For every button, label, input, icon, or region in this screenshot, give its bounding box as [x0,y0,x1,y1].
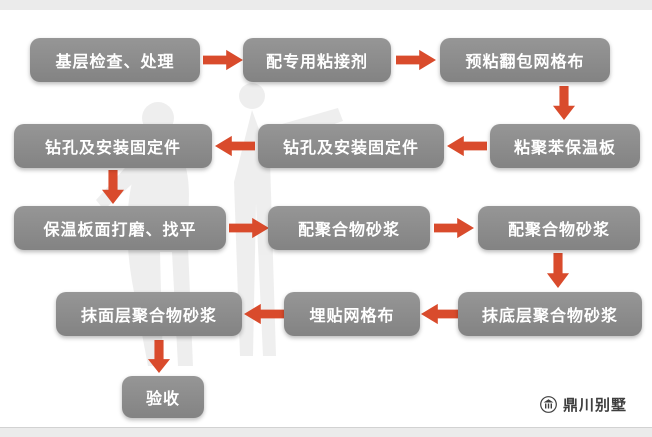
flow-step-r4c2: 埋贴网格布 [284,292,420,336]
top-border-band [0,0,652,10]
arrow-down-icon [101,170,125,204]
arrow-left-icon [421,303,461,325]
arrow-right-icon [396,49,436,71]
bottom-border-band [0,427,652,437]
arrow-left-icon [447,135,487,157]
flow-step-r2c2: 钻孔及安装固定件 [258,124,444,168]
brand-name: 鼎川别墅 [563,397,628,414]
flow-step-r1c2: 配专用粘接剂 [243,38,391,82]
flow-step-r3c3: 配聚合物砂浆 [478,206,640,250]
brand-footer: 鼎川别墅 [540,394,627,415]
arrow-right-icon [434,217,474,239]
arrow-down-icon [147,340,171,373]
flow-step-r3c2: 配聚合物砂浆 [268,206,430,250]
flow-step-r2c1: 钻孔及安装固定件 [14,124,212,168]
arrow-right-icon [203,49,243,71]
flow-step-r5c1: 验收 [122,376,204,418]
flow-step-r1c3: 预粘翻包网格布 [440,38,610,82]
arrow-left-icon [244,303,284,325]
flow-step-r4c3: 抹底层聚合物砂浆 [458,292,642,336]
arrow-left-icon [215,135,255,157]
arrow-down-icon [546,253,570,288]
arrow-right-icon [229,217,269,239]
flow-step-r3c1: 保温板面打磨、找平 [14,206,226,250]
flow-step-r2c3: 粘聚苯保温板 [490,124,640,168]
arrow-down-icon [552,86,576,120]
flow-step-r4c1: 抹面层聚合物砂浆 [56,292,242,336]
flow-step-r1c1: 基层检查、处理 [30,38,200,82]
brand-logo-icon [540,396,557,413]
